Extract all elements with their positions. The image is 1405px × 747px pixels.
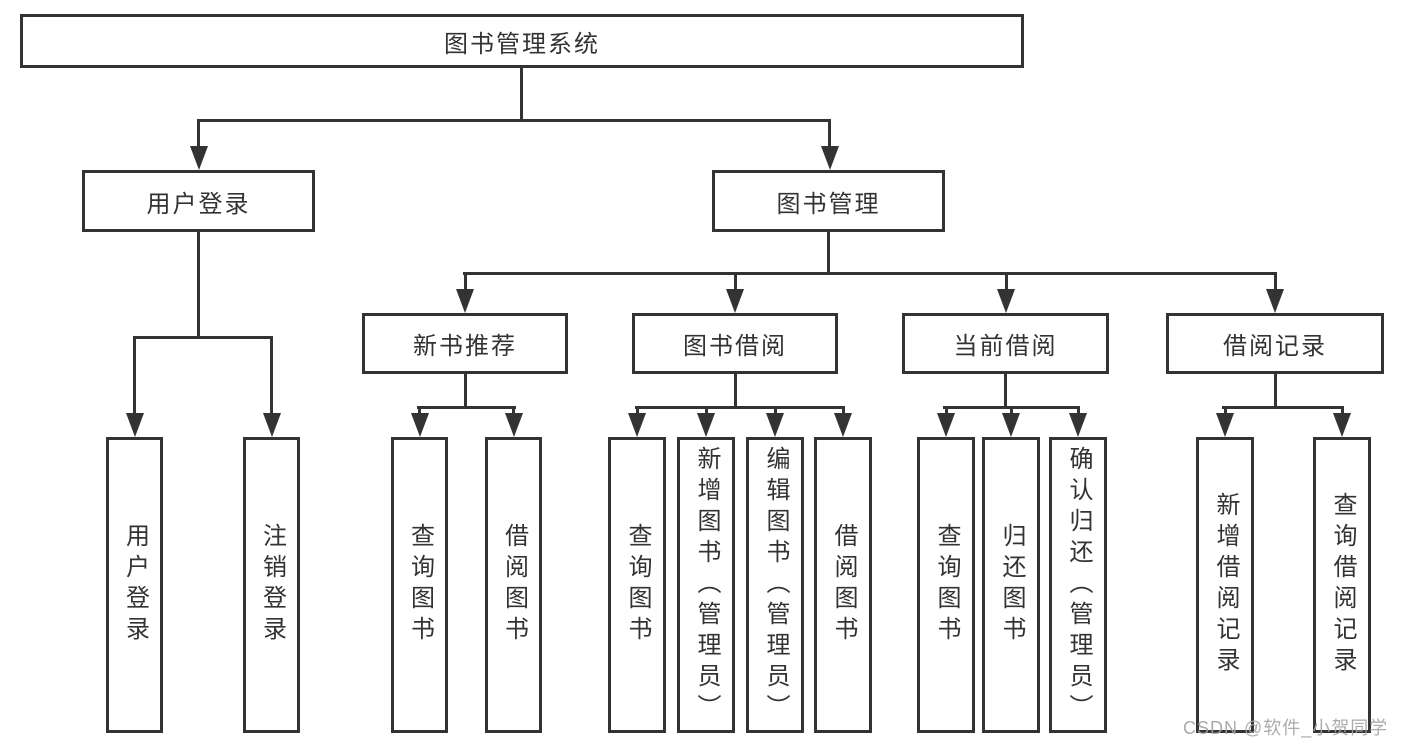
node-book-management: 图书管理 — [712, 170, 945, 232]
node-user-login-leaf: 用户登录 — [106, 437, 163, 733]
node-label: 借阅图书 — [830, 523, 857, 647]
node-g2-edit-book-admin: 编辑图书（管理员） — [746, 437, 804, 733]
connector-line — [842, 406, 845, 415]
node-g3-query-book: 查询图书 — [917, 437, 975, 733]
connector-line — [635, 406, 845, 409]
node-book-borrow: 图书借阅 — [632, 313, 838, 374]
connector-line — [945, 406, 948, 415]
connector-line — [705, 406, 708, 415]
node-user-login: 用户登录 — [82, 170, 315, 232]
arrow-head — [997, 289, 1015, 313]
connector-line — [827, 232, 830, 272]
connector-line — [1274, 374, 1277, 406]
connector-line — [1077, 406, 1080, 415]
connector-line — [464, 272, 467, 291]
node-logout-leaf: 注销登录 — [243, 437, 300, 733]
connector-line — [133, 336, 136, 415]
connector-line — [828, 119, 831, 148]
node-g3-return-book: 归还图书 — [982, 437, 1040, 733]
node-label: 图书管理系统 — [444, 30, 600, 58]
node-label: 归还图书 — [998, 523, 1025, 647]
arrow-head — [697, 413, 715, 437]
connector-line — [270, 336, 273, 415]
csdn-watermark: CSDN @软件_小贺同学 — [1183, 718, 1389, 738]
connector-line — [1224, 406, 1227, 415]
node-label: 用户登录 — [121, 523, 149, 647]
arrow-head — [726, 289, 744, 313]
connector-line — [520, 68, 523, 119]
connector-line — [1341, 406, 1344, 415]
node-g2-query-book: 查询图书 — [608, 437, 666, 733]
node-label: 查询图书 — [624, 523, 651, 647]
arrow-head — [766, 413, 784, 437]
node-label: 新增图书（管理员） — [693, 445, 720, 725]
connector-line — [734, 374, 737, 406]
arrow-head — [628, 413, 646, 437]
connector-line — [1010, 406, 1013, 415]
node-label: 用户登录 — [146, 190, 251, 218]
arrow-head — [126, 413, 144, 437]
node-g4-query-borrow-record: 查询借阅记录 — [1313, 437, 1371, 733]
node-label: 查询图书 — [406, 523, 434, 647]
arrow-head — [505, 413, 523, 437]
node-borrow-records: 借阅记录 — [1166, 313, 1384, 374]
arrow-head — [411, 413, 429, 437]
connector-line — [1274, 272, 1277, 291]
node-g2-add-book-admin: 新增图书（管理员） — [677, 437, 735, 733]
node-label: 图书管理 — [776, 190, 881, 218]
node-label: 查询图书 — [933, 523, 960, 647]
connector-line — [1005, 272, 1008, 291]
arrow-head — [821, 146, 839, 170]
connector-line — [464, 374, 467, 406]
connector-line — [418, 406, 421, 415]
connector-line — [133, 336, 273, 339]
arrow-head — [937, 413, 955, 437]
connector-line — [197, 232, 200, 336]
arrow-head — [190, 146, 208, 170]
node-current-borrow: 当前借阅 — [902, 313, 1109, 374]
node-label: 确认归还（管理员） — [1065, 445, 1092, 725]
node-label: 查询借阅记录 — [1329, 492, 1356, 678]
node-label: 注销登录 — [258, 523, 286, 647]
node-g1-borrow-book: 借阅图书 — [485, 437, 542, 733]
arrow-head — [456, 289, 474, 313]
node-label: 当前借阅 — [953, 333, 1058, 360]
node-new-book-recommend: 新书推荐 — [362, 313, 568, 374]
arrow-head — [1333, 413, 1351, 437]
node-g2-borrow-book: 借阅图书 — [814, 437, 872, 733]
connector-line — [417, 406, 516, 409]
connector-line — [1222, 406, 1344, 409]
node-label: 图书借阅 — [683, 333, 787, 360]
connector-line — [197, 119, 200, 148]
connector-line — [197, 119, 831, 122]
node-g1-query-book: 查询图书 — [391, 437, 448, 733]
connector-line — [463, 272, 1276, 275]
node-label: 借阅图书 — [500, 523, 528, 647]
node-label: 借阅记录 — [1223, 333, 1327, 360]
node-g4-add-borrow-record: 新增借阅记录 — [1196, 437, 1254, 733]
connector-line — [774, 406, 777, 415]
node-label: 新增借阅记录 — [1212, 492, 1239, 678]
arrow-head — [263, 413, 281, 437]
arrow-head — [834, 413, 852, 437]
node-label: 编辑图书（管理员） — [762, 445, 789, 725]
arrow-head — [1266, 289, 1284, 313]
connector-line — [1004, 374, 1007, 406]
connector-line — [636, 406, 639, 415]
node-library-system: 图书管理系统 — [20, 14, 1024, 68]
connector-line — [734, 272, 737, 291]
arrow-head — [1002, 413, 1020, 437]
node-g3-confirm-return-admin: 确认归还（管理员） — [1049, 437, 1107, 733]
arrow-head — [1069, 413, 1087, 437]
node-label: 新书推荐 — [413, 333, 517, 360]
connector-line — [512, 406, 515, 415]
arrow-head — [1216, 413, 1234, 437]
